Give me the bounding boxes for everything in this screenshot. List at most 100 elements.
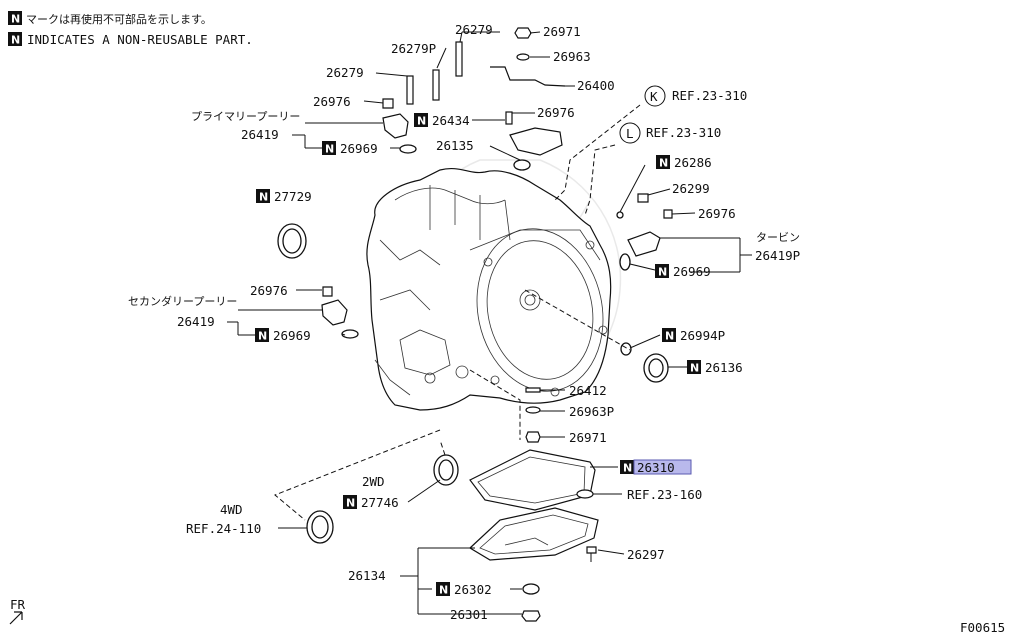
n-mark-icon (620, 460, 634, 474)
oring-26994p (620, 342, 632, 356)
fr-indicator: FR (9, 597, 26, 625)
bolt-26976-a (382, 98, 394, 109)
legend-en-text: INDICATES A NON-REUSABLE PART. (27, 32, 253, 47)
pipe-26400 (490, 66, 566, 87)
sensor-primary-pulley (382, 113, 409, 139)
n-mark-icon (656, 155, 670, 169)
n-mark-letter: N (417, 115, 426, 128)
label-26310[interactable]: 26310 (637, 460, 675, 475)
n-mark-letter: N (665, 330, 674, 343)
transmission-case (366, 168, 612, 411)
label-26976-a: 26976 (313, 94, 351, 109)
washer-ref-23-160 (576, 489, 594, 499)
n-mark-letter: N (11, 34, 20, 47)
n-mark-letter: N (658, 266, 667, 279)
label-26299: 26299 (672, 181, 710, 196)
label-26297: 26297 (627, 547, 665, 562)
n-mark-icon (436, 582, 450, 596)
label-26434: 26434 (432, 113, 470, 128)
n-mark-letter: N (439, 584, 448, 597)
sensor-secondary-pulley (321, 299, 348, 326)
right-parts (616, 193, 673, 383)
guide-lines (274, 104, 641, 521)
label-27729: 27729 (274, 189, 312, 204)
labels: 26279 26279P 26279 26971 26963 26400 269… (128, 22, 800, 622)
bottom-parts (306, 387, 599, 622)
n-mark-letter: N (325, 143, 334, 156)
nut-26971-b (525, 431, 541, 443)
label-26971-top: 26971 (543, 24, 581, 39)
leader-lines (227, 31, 752, 615)
gasket-26310 (469, 449, 596, 511)
label-26976-d: 26976 (250, 283, 288, 298)
n-mark-icon (687, 360, 701, 374)
label-26419-b: 26419 (177, 314, 215, 329)
label-turbine: タービン (756, 231, 800, 244)
legend: N マークは再使用不可部品を示します。 N INDICATES A NON-RE… (8, 11, 253, 47)
plug-26299 (637, 193, 649, 203)
left-parts (277, 223, 359, 339)
label-26136: 26136 (705, 360, 743, 375)
legend-jp-text: マークは再使用不可部品を示します。 (26, 12, 212, 26)
gasket-26302 (522, 583, 540, 595)
highlight-26310 (633, 459, 692, 475)
oil-pan-26134 (469, 507, 599, 561)
fr-arrow-icon (9, 611, 23, 625)
ball-26286 (616, 211, 624, 219)
label-26302: 26302 (454, 582, 492, 597)
bolt-26976-b (505, 111, 513, 125)
label-26419-a: 26419 (241, 127, 279, 142)
seal-27729 (277, 223, 307, 259)
label-ref-23-160: REF.23-160 (627, 487, 702, 502)
label-secondary-pulley: セカンダリープーリー (128, 294, 237, 308)
label-26301: 26301 (450, 607, 488, 622)
seal-27746 (433, 454, 459, 486)
n-mark-icon (343, 495, 357, 509)
washer-26963p (525, 406, 541, 414)
fr-label: FR (10, 597, 26, 612)
label-26976-b: 26976 (537, 105, 575, 120)
n-mark-icon (8, 11, 22, 25)
n-mark-letter: N (11, 13, 20, 26)
stud-26279-top (455, 41, 463, 77)
oring-26969-b (619, 253, 631, 271)
label-ref-l: REF.23-310 (646, 125, 721, 140)
label-primary-pulley: プライマリープーリー (191, 110, 300, 123)
figure-code: F00615 (960, 620, 1005, 635)
bolt-26976-c (663, 209, 673, 219)
n-mark-icon (8, 32, 22, 46)
n-mark-letter: N (690, 362, 699, 375)
stud-26279-left (406, 75, 414, 105)
n-mark-letter: N (259, 191, 268, 204)
ref-circle-k-letter: K (650, 89, 658, 104)
label-26969-a: 26969 (340, 141, 378, 156)
washer-26963-top (516, 53, 530, 61)
label-26135: 26135 (436, 138, 474, 153)
n-mark-letter: N (258, 330, 267, 343)
pin-26412 (525, 387, 541, 393)
n-mark-icon (655, 264, 669, 278)
label-ref-k: REF.23-310 (672, 88, 747, 103)
nut-26971-top (514, 27, 532, 39)
plug-26301 (521, 610, 541, 622)
oring-26969-a (399, 144, 417, 154)
label-26971-b: 26971 (569, 430, 607, 445)
sensor-26434 (509, 127, 563, 156)
label-26976-c: 26976 (698, 206, 736, 221)
label-2wd: 2WD (362, 474, 385, 489)
seal-4wd (306, 510, 334, 544)
label-ref-24-110: REF.24-110 (186, 521, 261, 536)
bolt-26976-d (322, 286, 333, 297)
label-26279p: 26279P (391, 41, 436, 56)
sensor-turbine (627, 231, 661, 257)
label-26419p: 26419P (755, 248, 800, 263)
label-26969-c: 26969 (273, 328, 311, 343)
n-mark-icon (662, 328, 676, 342)
label-26412: 26412 (569, 383, 607, 398)
label-26286: 26286 (674, 155, 712, 170)
label-26279-top: 26279 (455, 22, 493, 37)
ref-circle-k (644, 85, 666, 107)
n-mark-letter: N (623, 462, 632, 475)
stud-26279p (432, 69, 440, 101)
